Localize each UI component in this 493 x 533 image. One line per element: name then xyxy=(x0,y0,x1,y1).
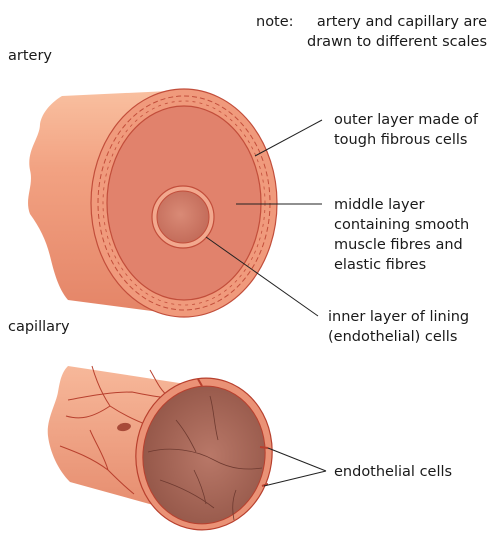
note-line-1: artery and capillary are xyxy=(317,14,487,30)
artery-illustration xyxy=(28,89,277,317)
capillary-title: capillary xyxy=(8,319,70,335)
endothelial-leader-1 xyxy=(268,448,326,471)
middle-layer-label-2: containing smooth xyxy=(334,217,469,233)
artery-title: artery xyxy=(8,48,52,64)
outer-layer-label-1: outer layer made of xyxy=(334,112,479,128)
middle-layer-label-3: muscle fibres and xyxy=(334,237,463,253)
middle-layer-label-1: middle layer xyxy=(334,197,425,213)
endothelial-cells-label: endothelial cells xyxy=(334,464,452,480)
outer-layer-label-2: tough fibrous cells xyxy=(334,132,467,148)
outer-layer-leader xyxy=(255,120,322,156)
note-line-2: drawn to different scales xyxy=(307,34,487,50)
endothelial-leader-2 xyxy=(264,471,326,486)
middle-layer-label-4: elastic fibres xyxy=(334,257,426,273)
inner-layer-label-1: inner layer of lining xyxy=(328,309,469,325)
capillary-illustration xyxy=(48,366,282,533)
note-prefix: note: xyxy=(256,14,294,30)
inner-layer-label-2: (endothelial) cells xyxy=(328,329,457,345)
artery-lumen xyxy=(157,191,209,243)
